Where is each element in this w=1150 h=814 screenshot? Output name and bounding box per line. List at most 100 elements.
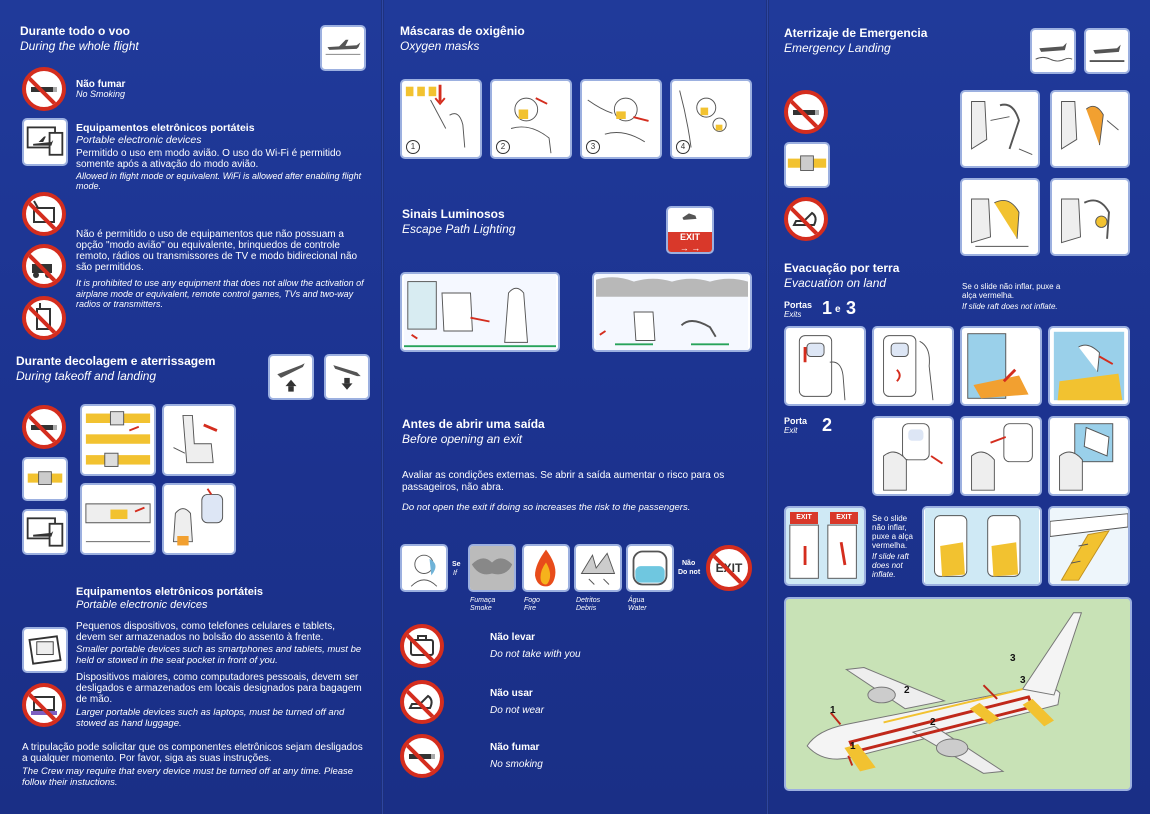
ped2-small-pt: Pequenos dispositivos, como telefones ce… bbox=[76, 621, 336, 643]
no-bag-icon bbox=[400, 624, 444, 668]
water-landing-icon bbox=[1030, 28, 1076, 74]
no-high-heels-icon bbox=[784, 197, 828, 241]
ped-body-pt: Permitido o uso em modo avião. O uso do … bbox=[76, 148, 342, 170]
hazard-water-pt: Água bbox=[628, 597, 645, 604]
hazard-fire-en: Fire bbox=[524, 605, 537, 612]
doors-num-b: 3 bbox=[846, 298, 857, 318]
brace-position-no-seat-front bbox=[960, 178, 1040, 256]
rule-take-pt: Não levar bbox=[490, 632, 536, 643]
doors-en: Exits bbox=[784, 310, 802, 319]
takeoff-title-en: During takeoff and landing bbox=[16, 369, 157, 383]
hazard-water-en: Water bbox=[628, 605, 647, 612]
seatbelt-icon bbox=[22, 457, 68, 501]
door-pt: Porta bbox=[784, 416, 808, 426]
during-flight-title-en: During the whole flight bbox=[20, 39, 139, 53]
door-1-3-step-4 bbox=[1048, 326, 1130, 406]
land-landing-icon bbox=[1084, 28, 1130, 74]
brace-position-bulkhead bbox=[1050, 90, 1130, 168]
door-1-3-step-1 bbox=[784, 326, 866, 406]
door-2-step-3 bbox=[1048, 416, 1130, 496]
laptop-airplane-mode-icon bbox=[22, 118, 68, 166]
no-smoking-icon bbox=[784, 90, 828, 134]
no-exit-icon: EXIT bbox=[706, 545, 752, 591]
aircraft-exit-map: 1 2 3 1 2 3 bbox=[784, 597, 1132, 791]
hazard-debris-en: Debris bbox=[576, 605, 597, 612]
hazard-smoke-en: Smoke bbox=[470, 605, 492, 612]
emergency-title-pt: Aterrizaje de Emergencia bbox=[784, 26, 928, 40]
no-remote-control-toy-icon bbox=[22, 244, 66, 288]
slide-note-pt: Se o slide não inflar, puxe a alça verme… bbox=[962, 282, 1061, 300]
ped-title-pt: Equipamentos eletrônicos portáteis bbox=[76, 122, 255, 134]
oxygen-title-en: Oxygen masks bbox=[400, 39, 480, 53]
oxygen-step-1: 1 bbox=[400, 79, 482, 159]
nao-pt: Não bbox=[682, 560, 696, 567]
door-2-step-1 bbox=[872, 416, 954, 496]
oxygen-step-4: 4 bbox=[670, 79, 752, 159]
no-smoking-icon bbox=[22, 405, 66, 449]
exit-sign-icon: EXIT → → bbox=[666, 206, 714, 254]
escape-path-lighting-illustration bbox=[400, 272, 560, 352]
ped-title-en: Portable electronic devices bbox=[76, 134, 202, 146]
exit-sign-label: EXIT → → bbox=[668, 232, 712, 253]
prohibited-en: It is prohibited to use any equipment th… bbox=[76, 278, 364, 309]
se-pt: Se bbox=[452, 561, 461, 568]
plane-exit-label: 3 bbox=[1020, 675, 1026, 686]
oxygen-step-3: 3 bbox=[580, 79, 662, 159]
no-walkie-talkie-icon bbox=[22, 296, 66, 340]
doors-pt: Portas bbox=[784, 300, 813, 310]
rule-take-en: Do not take with you bbox=[490, 649, 581, 660]
seatbelt-fasten-illustration bbox=[80, 404, 156, 476]
seat-upright-illustration bbox=[162, 404, 236, 476]
door-1-3-step-2 bbox=[872, 326, 954, 406]
ped2-large-pt: Dispositivos maiores, como computadores … bbox=[76, 672, 362, 705]
stow-bag-illustration bbox=[80, 483, 156, 555]
door-num: 2 bbox=[822, 415, 833, 435]
ped2-title-pt: Equipamentos eletrônicos portáteis bbox=[76, 586, 264, 598]
nao-en: Do not bbox=[678, 569, 701, 576]
no-smoking-en: No Smoking bbox=[76, 89, 126, 99]
rule-smoke-en: No smoking bbox=[490, 759, 543, 770]
seatbelt-icon bbox=[784, 142, 830, 188]
before-exit-body-pt: Avaliar as condições externas. Se abrir … bbox=[402, 470, 725, 493]
oxygen-title-pt: Máscaras de oxigênio bbox=[400, 24, 525, 38]
ped2-large-en: Larger portable devices such as laptops,… bbox=[76, 707, 345, 729]
emergency-title-en: Emergency Landing bbox=[784, 41, 891, 55]
smoke-icon bbox=[468, 544, 516, 592]
ped2-small-en: Smaller portable devices such as smartph… bbox=[76, 644, 362, 666]
evac-title-pt: Evacuação por terra bbox=[784, 261, 900, 275]
doors-num-a: 1 bbox=[822, 298, 833, 318]
smoke-crawl-illustration bbox=[592, 272, 752, 352]
exit-sign-left: EXIT bbox=[790, 512, 818, 524]
debris-icon bbox=[574, 544, 622, 592]
plane-exit-label: 2 bbox=[904, 685, 910, 696]
window-shade-illustration bbox=[162, 483, 236, 555]
ped2-crew-pt: A tripulação pode solicitar que os compo… bbox=[22, 742, 363, 764]
hazard-smoke-pt: Fumaça bbox=[470, 597, 496, 604]
plane-exit-label: 3 bbox=[1010, 653, 1016, 664]
fold-line bbox=[381, 0, 384, 814]
oxygen-step-number: 2 bbox=[496, 140, 510, 154]
oxygen-step-2: 2 bbox=[490, 79, 572, 159]
landing-icon bbox=[324, 354, 370, 400]
fire-icon bbox=[522, 544, 570, 592]
no-laptop-icon bbox=[22, 683, 66, 727]
lighting-title-pt: Sinais Luminosos bbox=[402, 207, 505, 221]
plane-exit-label: 1 bbox=[830, 705, 836, 716]
rule-wear-en: Do not wear bbox=[490, 705, 544, 716]
doors-e: e bbox=[835, 304, 841, 315]
slide-deployed-illustration bbox=[1048, 506, 1130, 586]
no-high-heels-icon bbox=[400, 680, 444, 724]
laptop-airplane-icon bbox=[22, 509, 68, 555]
water-icon bbox=[626, 544, 674, 592]
ped-body-en: Allowed in flight mode or equivalent. Wi… bbox=[76, 171, 362, 191]
exit-sign-arrows: → → bbox=[679, 243, 701, 253]
takeoff-title-pt: Durante decolagem e aterrissagem bbox=[16, 354, 216, 368]
slide-note-en: If slide raft does not inflate. bbox=[962, 302, 1058, 311]
hazard-fire-pt: Fogo bbox=[524, 597, 540, 604]
fold-line bbox=[766, 0, 769, 814]
rule-smoke-pt: Não fumar bbox=[490, 742, 540, 753]
no-exit-text: EXIT bbox=[715, 561, 743, 575]
no-smoking-pt: Não fumar bbox=[76, 79, 126, 90]
person-window-icon bbox=[400, 544, 448, 592]
lighting-title-en: Escape Path Lighting bbox=[402, 222, 516, 236]
